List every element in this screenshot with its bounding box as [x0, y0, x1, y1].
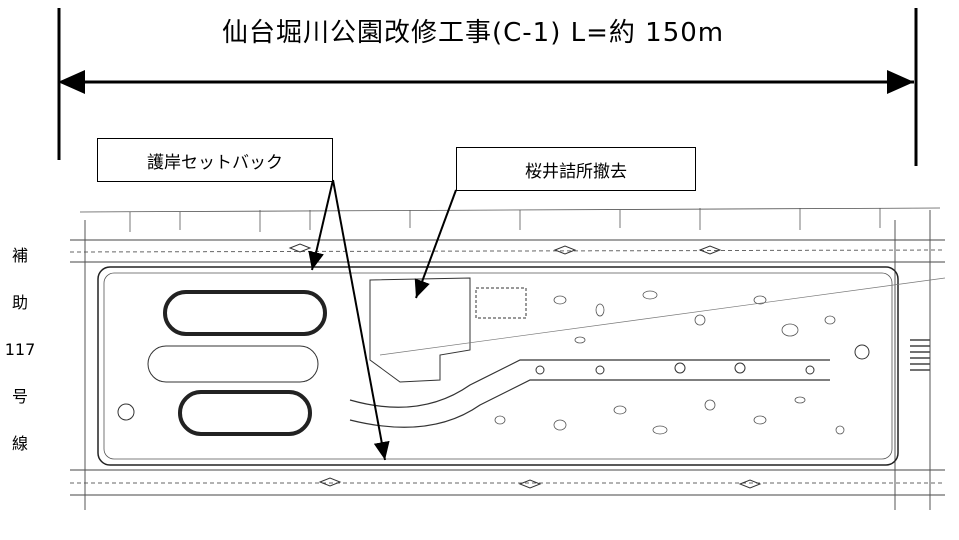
side-label-char: 補 [11, 246, 28, 265]
callout-station-removal: 桜井詰所撤去 [456, 147, 696, 191]
top-buildings [79, 207, 941, 232]
leader-arrows [308, 179, 457, 461]
callout-revetment-setback: 護岸セットバック [97, 138, 333, 182]
dimension-lines [57, 8, 918, 166]
side-road-label: 補 助 117 号 線 [0, 232, 40, 467]
leader-revetment-top [308, 179, 334, 271]
project-title: 仙台堀川公園改修工事(C-1) L=約 150m [222, 18, 725, 48]
side-label-char: 号 [11, 387, 28, 406]
side-label-char: 線 [11, 434, 28, 453]
park-plan [69, 207, 946, 510]
leader-station [414, 189, 457, 299]
leader-revetment-bottom [332, 179, 390, 461]
side-label-char: 助 [11, 293, 28, 312]
side-label-number: 117 [4, 340, 36, 359]
